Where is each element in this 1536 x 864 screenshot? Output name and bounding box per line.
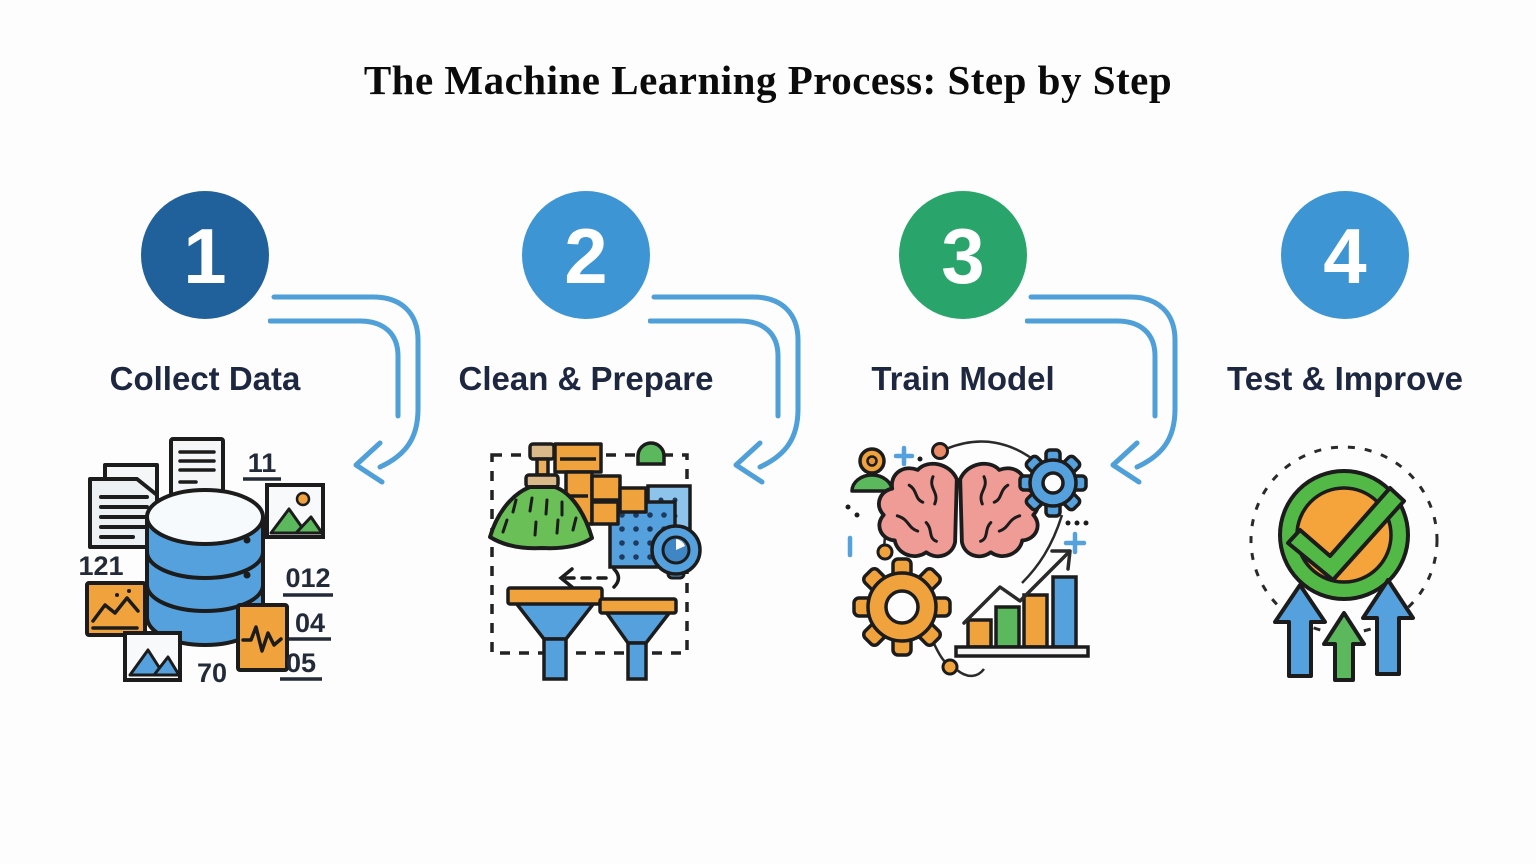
connector-arrow-2 bbox=[648, 294, 801, 485]
step-1-badge: 1 bbox=[141, 191, 269, 319]
blocks-icon bbox=[553, 442, 648, 526]
connector-arrow-1 bbox=[268, 294, 421, 485]
step-2-circle bbox=[522, 191, 650, 319]
step-1-number: 1 bbox=[183, 212, 226, 300]
arrowhead-icon bbox=[1050, 549, 1072, 571]
brain-icon bbox=[877, 461, 1040, 559]
step-1-label: Collect Data bbox=[109, 360, 301, 397]
bar-chart-icon bbox=[954, 549, 1090, 658]
collect-data-illustration: 11 121 012 bbox=[78, 437, 333, 688]
test-improve-illustration bbox=[1249, 445, 1439, 682]
plus-icon bbox=[1063, 531, 1087, 555]
data-number: 70 bbox=[197, 658, 227, 688]
step-4-number: 4 bbox=[1323, 212, 1366, 300]
step-4-badge: 4 bbox=[1281, 191, 1409, 319]
chart-card-icon bbox=[85, 581, 147, 637]
person-icon bbox=[850, 447, 894, 493]
step-2-badge: 2 bbox=[522, 191, 650, 319]
step-3-circle bbox=[899, 191, 1027, 319]
arrowhead-icon bbox=[1110, 440, 1142, 485]
arrowhead-icon bbox=[733, 440, 765, 485]
clean-prepare-illustration bbox=[488, 441, 702, 681]
gear-icon bbox=[1018, 448, 1088, 518]
step-4-circle bbox=[1281, 191, 1409, 319]
step-1-circle bbox=[141, 191, 269, 319]
page-title: The Machine Learning Process: Step by St… bbox=[363, 57, 1173, 103]
database-icon bbox=[145, 488, 265, 647]
gear-icon bbox=[852, 557, 952, 657]
cleaning-brush-icon bbox=[488, 442, 594, 551]
funnel-icon bbox=[598, 597, 678, 681]
step-2-number: 2 bbox=[564, 212, 607, 300]
stopwatch-icon bbox=[650, 524, 702, 580]
train-model-illustration bbox=[845, 440, 1090, 678]
checkmark-icon bbox=[1278, 469, 1410, 601]
step-3-label: Train Model bbox=[871, 360, 1055, 397]
connector-arrow-3 bbox=[1025, 294, 1178, 485]
funnel-icon bbox=[506, 586, 604, 681]
arrowhead-icon bbox=[353, 440, 385, 485]
dashed-arrow-icon bbox=[558, 567, 621, 589]
image-thumbnail-icon bbox=[123, 631, 182, 682]
step-2-label: Clean & Prepare bbox=[458, 360, 714, 397]
data-number: 05 bbox=[286, 648, 316, 678]
dome-icon bbox=[636, 441, 666, 466]
dashed-circle bbox=[1249, 445, 1439, 635]
step-3-number: 3 bbox=[941, 212, 984, 300]
image-thumbnail-icon bbox=[265, 483, 325, 539]
plus-icon bbox=[893, 445, 915, 467]
data-number: 11 bbox=[248, 448, 277, 478]
up-arrow-icon bbox=[1322, 611, 1366, 682]
waveform-card-icon bbox=[236, 603, 289, 672]
up-arrow-icon bbox=[1361, 578, 1415, 676]
data-number: 012 bbox=[285, 563, 330, 593]
data-number: 121 bbox=[78, 551, 123, 581]
data-number: 04 bbox=[295, 608, 325, 638]
step-3-badge: 3 bbox=[899, 191, 1027, 319]
document-icon bbox=[88, 463, 159, 549]
up-arrow-icon bbox=[1273, 583, 1327, 678]
step-4-label: Test & Improve bbox=[1227, 360, 1463, 397]
